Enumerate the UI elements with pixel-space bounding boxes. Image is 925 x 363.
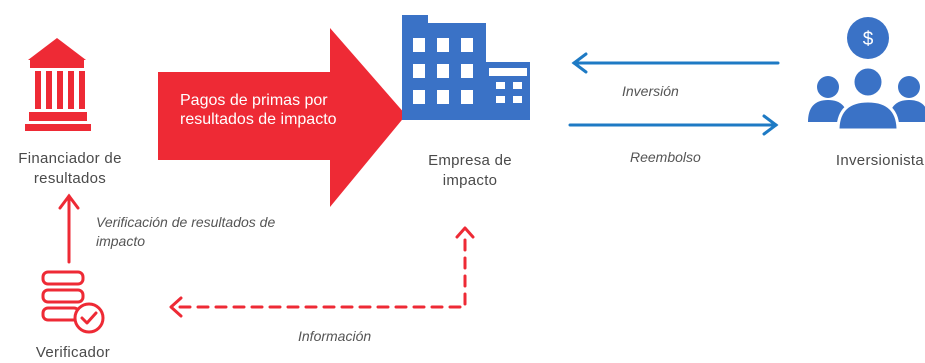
premium-payment-label: Pagos de primas por resultados de impact… (180, 92, 337, 128)
investment-label: Inversión (622, 83, 679, 99)
verification-arrow (58, 193, 80, 264)
funder-label: Financiador de resultados (18, 150, 122, 187)
information-label: Información (298, 328, 372, 344)
verification-label: Verificación de resultados de impacto (96, 214, 276, 249)
investors-label: Inversionista (835, 152, 924, 169)
repayment-arrow (568, 114, 779, 136)
bank-building-icon (25, 38, 91, 131)
investment-arrow (571, 52, 780, 74)
office-building-icon (402, 15, 530, 120)
verifier-label: Verificador (35, 344, 111, 361)
information-dashed-arrow (169, 226, 475, 318)
verification-list-check-icon (41, 270, 105, 334)
company-label: Empresa de impacto (428, 152, 512, 189)
investors-group-dollar-icon: $ (808, 17, 925, 132)
svg-text:$: $ (863, 29, 874, 50)
repayment-label: Reembolso (630, 149, 701, 165)
premium-payment-arrow (158, 28, 406, 207)
